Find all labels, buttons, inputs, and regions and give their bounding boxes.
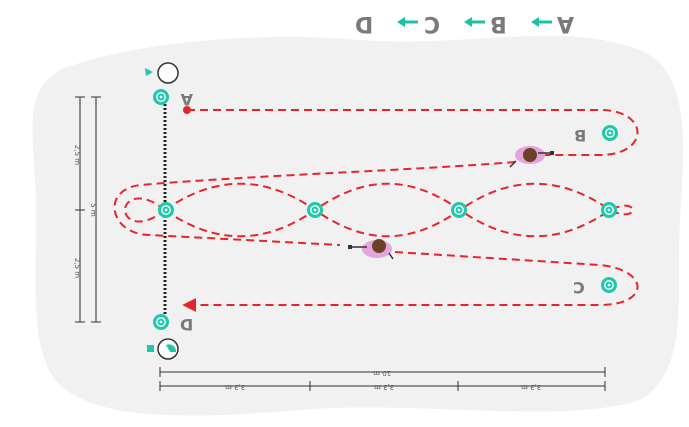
sequence-letter-b: B: [490, 11, 507, 36]
bottom-dimensions: [159, 367, 606, 391]
ball-icon: [183, 106, 191, 114]
cone-icon: [152, 313, 170, 331]
cone-icon: [600, 201, 618, 219]
cone-icon: [152, 88, 170, 106]
station-label-d: D: [180, 315, 193, 334]
sequence-arrow-icon: [397, 17, 418, 27]
field-background: [32, 35, 684, 416]
dimension-bottom-total: 10 m: [373, 369, 391, 377]
station-label-a: A: [180, 90, 193, 109]
sequence-arrow-icon: [531, 17, 552, 27]
dimension-bottom-segment-3: 3,3 m: [521, 383, 541, 391]
dimension-left-lower: 2,5 m: [73, 258, 81, 278]
dimension-left-upper: 2,5 m: [73, 145, 81, 165]
cone-icon: [450, 201, 468, 219]
dimension-bottom-segment-2: 3,3 m: [374, 383, 394, 391]
player-icon: [509, 146, 554, 168]
station-label-c: C: [573, 278, 585, 297]
coach-icon-top: [145, 62, 179, 84]
coach-icon-bottom: [147, 338, 179, 360]
cone-icon: [157, 201, 175, 219]
player-icon: [348, 239, 394, 260]
dribble-route: [113, 109, 639, 312]
sequence-arrow-icon: [464, 17, 485, 27]
dimension-bottom-segment-1: 3,3 m: [225, 383, 245, 391]
cone-icon: [600, 276, 618, 294]
sequence-letter-d: D: [355, 11, 373, 36]
sequence-letter-c: C: [424, 11, 440, 36]
sequence-letter-a: A: [557, 11, 574, 36]
left-dimensions: [75, 96, 101, 323]
dimension-left-total: 5 m: [89, 203, 97, 217]
cone-icon: [306, 201, 324, 219]
sequence-header: A B C D: [355, 11, 574, 36]
station-label-b: B: [574, 126, 586, 145]
cone-icon: [601, 124, 619, 142]
